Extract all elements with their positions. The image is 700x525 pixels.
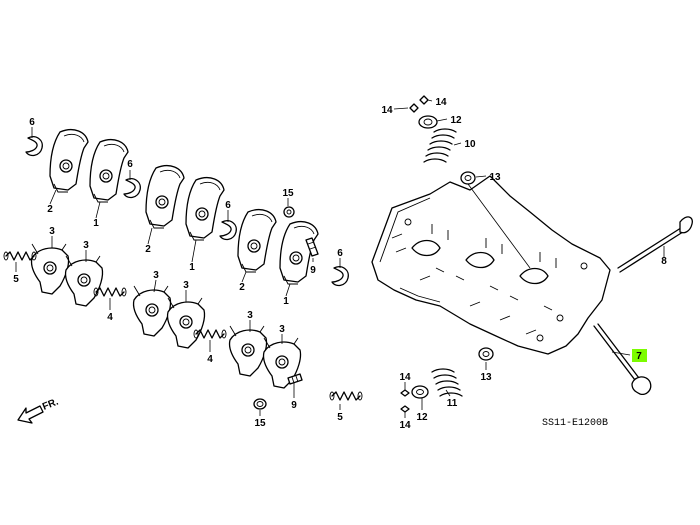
clip-6a — [25, 136, 43, 157]
cylinder-head — [371, 175, 611, 355]
nut-15a — [283, 206, 295, 218]
callout-14a[interactable]: 14 — [381, 105, 393, 116]
spring-5a — [3, 251, 37, 261]
clip-6b — [123, 178, 141, 199]
retainer-12b — [411, 385, 429, 399]
intake-valve-8 — [617, 216, 693, 273]
callout-1c[interactable]: 1 — [283, 296, 289, 307]
keeper-14a — [409, 103, 419, 113]
front-direction-arrow-icon — [17, 405, 44, 424]
rocker-arm-2c — [237, 208, 277, 273]
callout-11[interactable]: 11 — [447, 398, 458, 409]
keeper-14c — [400, 389, 410, 397]
callout-7[interactable]: 7 — [636, 351, 642, 362]
callout-3b[interactable]: 3 — [83, 240, 89, 251]
callout-14d[interactable]: 14 — [399, 420, 411, 431]
callout-15a[interactable]: 15 — [282, 188, 294, 199]
callout-4b[interactable]: 4 — [207, 354, 213, 365]
nut-15b — [253, 398, 267, 410]
clip-6c — [219, 220, 237, 241]
callout-15b[interactable]: 15 — [254, 418, 266, 429]
callout-14c[interactable]: 14 — [399, 372, 411, 383]
callout-8[interactable]: 8 — [661, 256, 667, 267]
callout-6c[interactable]: 6 — [225, 200, 231, 211]
bolt-9a — [305, 237, 319, 257]
valve-spring-11 — [431, 368, 463, 397]
keeper-14d — [400, 405, 410, 413]
bolt-9b — [287, 373, 303, 385]
leader-lines — [15, 99, 665, 418]
spring-5b — [329, 391, 363, 401]
callout-9b[interactable]: 9 — [291, 400, 297, 411]
callout-12b[interactable]: 12 — [416, 412, 428, 423]
rocker-arm-3c — [132, 285, 172, 337]
diagram-code: SS11-E1200B — [542, 418, 608, 429]
direction-label: FR. — [41, 396, 60, 412]
callout-9a[interactable]: 9 — [310, 265, 316, 276]
spring-4a — [93, 287, 127, 297]
stem-seal-13a — [460, 171, 476, 185]
keeper-14b — [419, 95, 429, 105]
callout-3f[interactable]: 3 — [279, 324, 285, 335]
callout-3a[interactable]: 3 — [49, 226, 55, 237]
rocker-arm-3a — [30, 243, 70, 295]
callout-12a[interactable]: 12 — [450, 115, 462, 126]
callout-2c[interactable]: 2 — [239, 282, 245, 293]
callout-10[interactable]: 10 — [464, 139, 476, 150]
callout-13b[interactable]: 13 — [480, 372, 492, 383]
callout-6d[interactable]: 6 — [337, 248, 343, 259]
rocker-arm-3e — [228, 325, 268, 377]
valve-spring-10 — [423, 128, 457, 163]
callout-5b[interactable]: 5 — [337, 412, 343, 423]
callout-2a[interactable]: 2 — [47, 204, 53, 215]
callout-2b[interactable]: 2 — [145, 244, 151, 255]
retainer-12a — [418, 115, 438, 129]
callout-5a[interactable]: 5 — [13, 274, 19, 285]
callout-3e[interactable]: 3 — [247, 310, 253, 321]
callout-1a[interactable]: 1 — [93, 218, 99, 229]
rocker-arm-1a — [89, 138, 129, 203]
rocker-arm-1b — [185, 176, 225, 241]
callout-6b[interactable]: 6 — [127, 159, 133, 170]
rocker-arm-3d — [166, 297, 206, 349]
rocker-arm-3b — [64, 255, 104, 307]
callout-4a[interactable]: 4 — [107, 312, 113, 323]
stem-seal-13b — [478, 347, 494, 361]
rocker-arm-2b — [145, 164, 185, 229]
callout-6a[interactable]: 6 — [29, 117, 35, 128]
callout-14b[interactable]: 14 — [435, 97, 447, 108]
callout-7-highlight — [632, 349, 647, 362]
rocker-arm-2a — [49, 128, 89, 193]
callout-3d[interactable]: 3 — [183, 280, 189, 291]
callout-3c[interactable]: 3 — [153, 270, 159, 281]
callout-13a[interactable]: 13 — [489, 172, 501, 183]
clip-6d — [331, 266, 349, 287]
callout-1b[interactable]: 1 — [189, 262, 195, 273]
